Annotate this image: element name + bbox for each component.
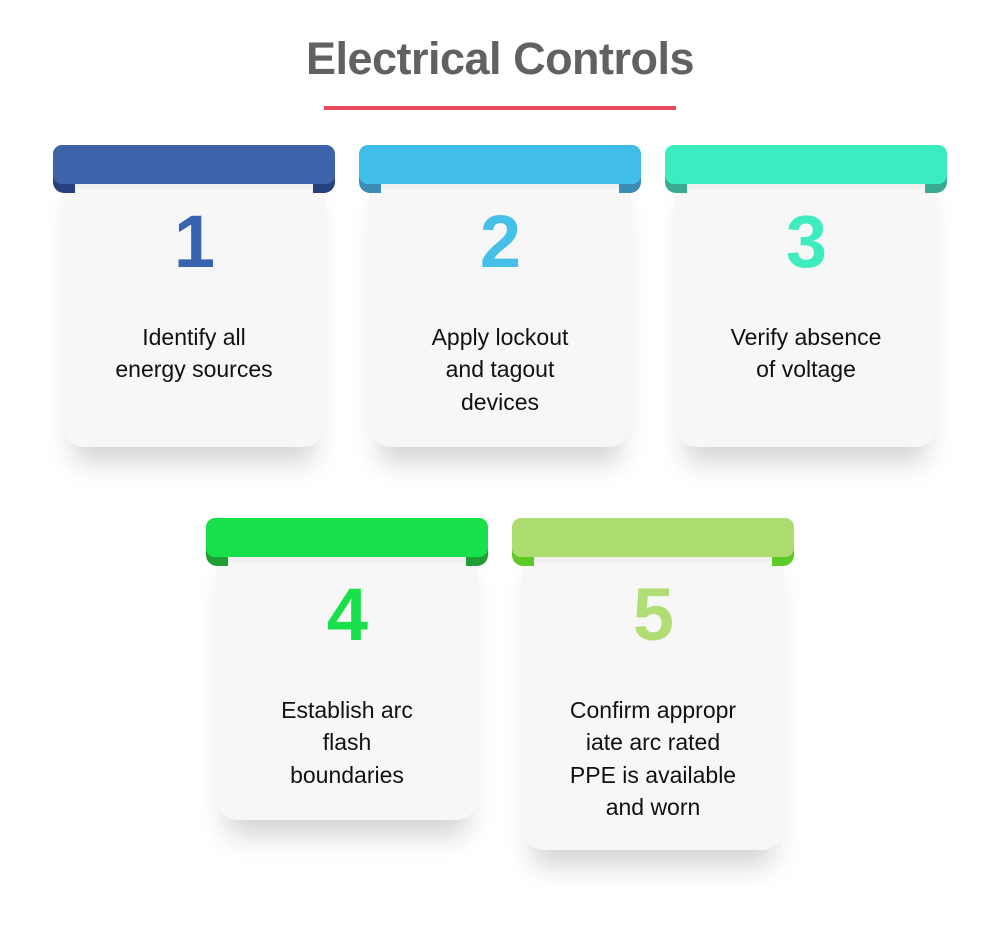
steps-row-top: 1 Identify all energy sources 2 Apply lo… — [0, 144, 1000, 447]
step-card-1[interactable]: 1 Identify all energy sources — [41, 144, 347, 447]
step-card-3[interactable]: 3 Verify absence of voltage — [653, 144, 959, 447]
step-card-1-body: 1 Identify all energy sources — [63, 166, 325, 447]
page-title: Electrical Controls — [305, 33, 695, 84]
step-description: Confirm appropr iate arc rated PPE is av… — [569, 696, 737, 821]
ribbon-bar — [206, 517, 488, 557]
step-card-2[interactable]: 2 Apply lockout and tagout devices — [347, 144, 653, 447]
ribbon-bar — [359, 144, 641, 184]
step-card-2-body: 2 Apply lockout and tagout devices — [369, 166, 631, 447]
ribbon-bar — [512, 517, 794, 557]
step-card-4-ribbon — [206, 517, 488, 566]
step-card-2-ribbon — [359, 144, 641, 193]
steps-container: 1 Identify all energy sources 2 Apply lo… — [0, 144, 1000, 851]
ribbon-bar — [53, 144, 335, 184]
step-number: 1 — [173, 199, 215, 283]
step-number: 4 — [326, 572, 368, 656]
ribbon-bar — [665, 144, 947, 184]
step-card-5[interactable]: 5 Confirm appropr iate arc rated PPE is … — [500, 517, 806, 851]
step-number: 3 — [785, 199, 827, 283]
step-number: 2 — [479, 199, 521, 283]
step-card-3-ribbon — [665, 144, 947, 193]
step-card-5-ribbon — [512, 517, 794, 566]
step-card-3-body: 3 Verify absence of voltage — [675, 166, 937, 447]
step-card-4[interactable]: 4 Establish arc flash boundaries — [194, 517, 500, 820]
step-description: Apply lockout and tagout devices — [431, 323, 569, 415]
step-description: Identify all energy sources — [115, 323, 273, 383]
step-number: 5 — [632, 572, 674, 656]
steps-row-bottom: 4 Establish arc flash boundaries 5 Confi… — [0, 517, 1000, 851]
step-card-4-body: 4 Establish arc flash boundaries — [216, 539, 478, 820]
step-card-5-body: 5 Confirm appropr iate arc rated PPE is … — [522, 539, 784, 851]
title-underline-rule — [324, 105, 676, 110]
step-card-1-ribbon — [53, 144, 335, 193]
step-description: Verify absence of voltage — [730, 323, 882, 383]
step-description: Establish arc flash boundaries — [281, 696, 413, 788]
header: Electrical Controls — [0, 0, 1000, 110]
